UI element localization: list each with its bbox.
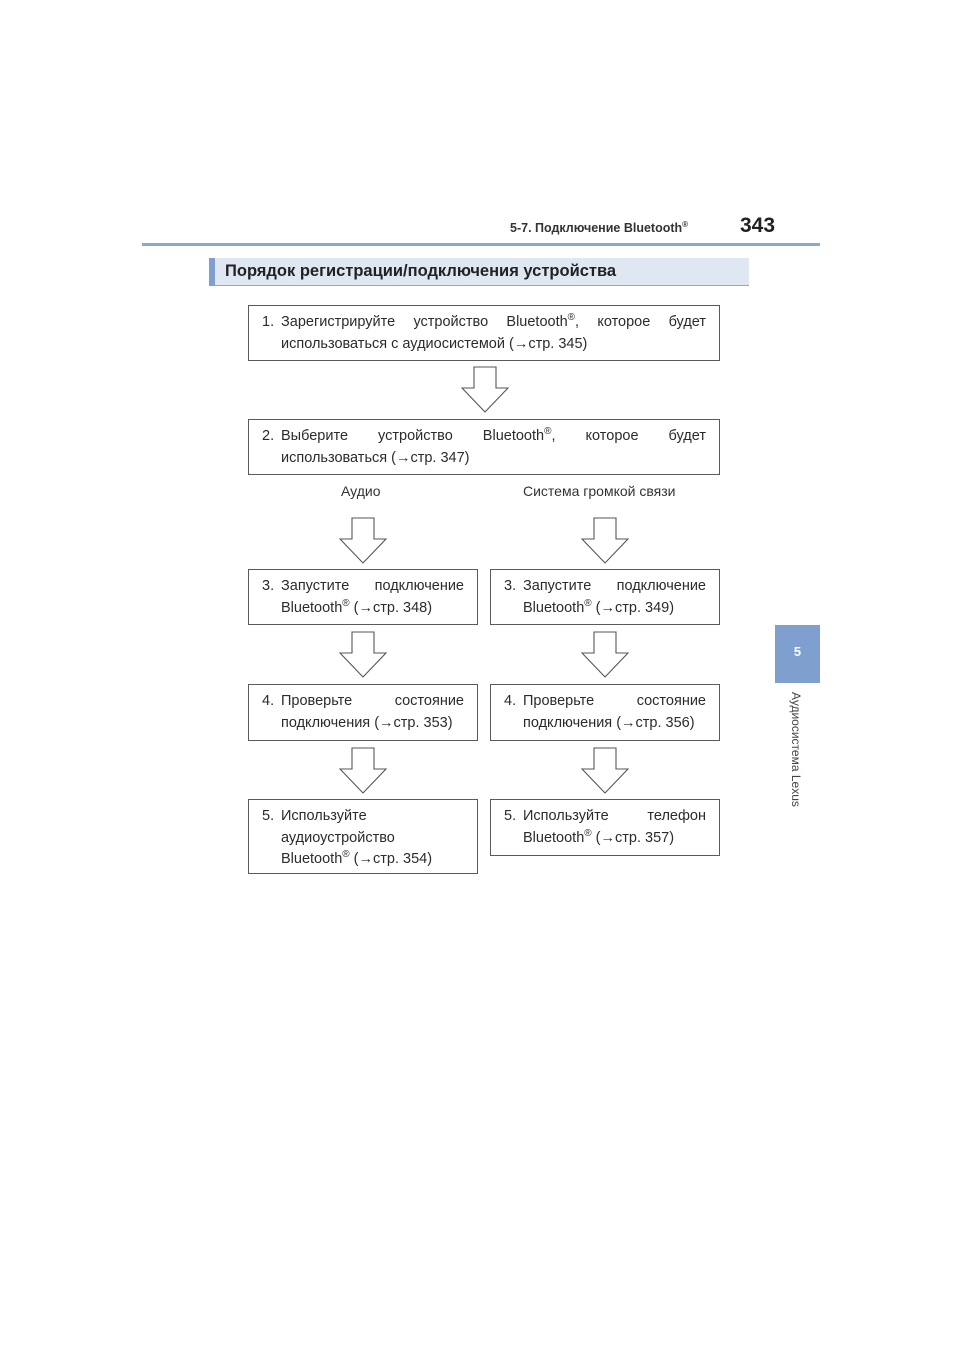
step-text: Проверьте состояние: [523, 693, 706, 709]
step-text: Используйте телефон: [523, 808, 706, 824]
step-number: 4.: [262, 693, 275, 709]
step-1-box: 1. Зарегистрируйте устройство Bluetooth®…: [248, 305, 720, 361]
chapter-number: 5: [793, 644, 802, 659]
chapter-tab[interactable]: 5: [775, 625, 820, 683]
header-rule: [142, 243, 820, 246]
step-text: Bluetooth® (→стр. 357): [523, 827, 675, 846]
step-5-audio-box: 5. Используйте аудиоустройство Bluetooth…: [248, 799, 478, 874]
audio-column-label: Аудио: [341, 483, 381, 499]
running-header-section: 5-7. Подключение Bluetooth®: [510, 220, 689, 236]
step-number: 5.: [262, 808, 275, 824]
step-text: Выберите устройство Bluetooth®, которое …: [281, 426, 706, 444]
step-4-hands-free-box: 4. Проверьте состояние подключения (→стр…: [490, 684, 720, 741]
step-text: Зарегистрируйте устройство Bluetooth®, к…: [281, 312, 707, 330]
step-text: Используйте: [281, 808, 367, 824]
step-number: 5.: [504, 808, 517, 824]
down-arrow-icon: [339, 631, 387, 678]
down-arrow-icon: [581, 747, 629, 794]
section-title-bar: Порядок регистрации/подключения устройст…: [209, 258, 749, 286]
step-text: использоваться (→стр. 347): [281, 449, 470, 466]
step-3-hands-free-box: 3. Запустите подключение Bluetooth® (→ст…: [490, 569, 720, 625]
hands-free-column-label: Система громкой связи: [523, 483, 676, 499]
step-number: 1.: [262, 314, 275, 330]
step-number: 4.: [504, 693, 517, 709]
step-number: 3.: [504, 578, 517, 594]
down-arrow-icon: [339, 517, 387, 564]
step-text: аудиоустройство: [281, 829, 395, 846]
step-text: Запустите подключение: [281, 578, 464, 594]
step-text: Проверьте состояние: [281, 693, 464, 709]
step-text: Запустите подключение: [523, 578, 706, 594]
step-text: подключения (→стр. 353): [281, 714, 453, 731]
section-title-accent: [209, 258, 215, 286]
down-arrow-icon: [581, 631, 629, 678]
step-3-audio-box: 3. Запустите подключение Bluetooth® (→ст…: [248, 569, 478, 625]
section-title: Порядок регистрации/подключения устройст…: [225, 262, 617, 280]
step-number: 2.: [262, 428, 275, 444]
step-text: Bluetooth® (→стр. 349): [523, 597, 675, 616]
step-4-audio-box: 4. Проверьте состояние подключения (→стр…: [248, 684, 478, 741]
step-text: подключения (→стр. 356): [523, 714, 695, 731]
step-text: использоваться с аудиосистемой (→стр. 34…: [281, 335, 588, 352]
step-text: Bluetooth® (→стр. 354): [281, 849, 433, 867]
chapter-title: Аудиосистема Lexus: [789, 692, 803, 807]
down-arrow-icon: [581, 517, 629, 564]
down-arrow-icon: [461, 366, 509, 413]
page-number: 343: [740, 214, 776, 237]
step-text: Bluetooth® (→стр. 348): [281, 597, 433, 616]
down-arrow-icon: [339, 747, 387, 794]
step-2-box: 2. Выберите устройство Bluetooth®, котор…: [248, 419, 720, 475]
step-number: 3.: [262, 578, 275, 594]
step-5-hands-free-box: 5. Используйте телефон Bluetooth® (→стр.…: [490, 799, 720, 856]
